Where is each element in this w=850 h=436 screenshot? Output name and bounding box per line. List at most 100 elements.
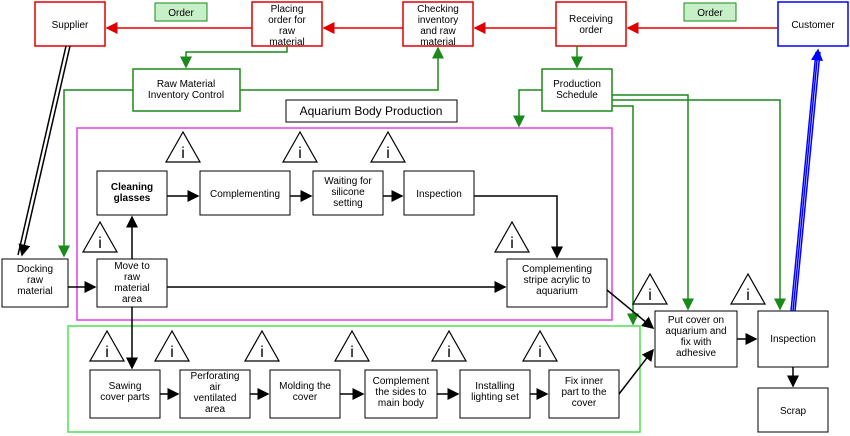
inspection-final-label: Inspection (770, 334, 816, 345)
customer-box (777, 1, 849, 47)
inventory-triangle-shape (243, 329, 281, 362)
inventory-symbol-label: i (510, 235, 514, 252)
inventory-triangle-icon: i (430, 329, 468, 362)
inventory-symbol-label: i (447, 344, 451, 361)
inventory-triangle-icon: i (631, 272, 669, 305)
label-line: order (579, 25, 603, 36)
docking-box (1, 258, 69, 308)
label-line: area (122, 294, 142, 305)
inspection-final-box (757, 310, 829, 368)
label-line: cover (572, 398, 597, 409)
label-line: Production (553, 79, 601, 90)
inventory-triangle-icon: i (243, 329, 281, 362)
label-line: air (209, 382, 221, 393)
order-label-box-right (683, 2, 737, 22)
label-line: and raw (420, 26, 456, 37)
edge-supplier-to-docking-a (17, 45, 67, 256)
inventory-triangle-shape (81, 220, 119, 253)
move-raw-box (96, 258, 168, 308)
label-line: material (420, 37, 456, 48)
label-line: Supplier (52, 20, 89, 31)
label-line: Cleaning (111, 182, 153, 193)
edge-supplier-to-docking-b (18, 45, 71, 257)
receiving-order-box (555, 1, 627, 47)
label-line: inventory (418, 15, 459, 26)
label-line: fix with (681, 337, 712, 348)
edge-inspection-to-customer-b (794, 51, 821, 312)
label-line: Complementing (522, 264, 592, 275)
inventory-triangle-shape (369, 130, 407, 163)
inventory-symbol-label: i (181, 145, 185, 162)
order-label-left: Order (168, 8, 194, 19)
inventory-triangle-shape (333, 329, 371, 362)
molding-box (269, 369, 341, 419)
inventory-triangle-shape (88, 329, 126, 362)
edge-stripe-to-put-cover (606, 289, 655, 329)
inventory-triangle-icon: i (164, 130, 202, 163)
inventory-symbol-label: i (260, 344, 264, 361)
edge-schedule-to-body-frame (513, 89, 542, 128)
customer-label: Customer (791, 20, 835, 31)
edge-schedule-to-put-cover (612, 94, 694, 311)
edge-fix-inner-to-put-cover (618, 348, 654, 395)
label-line: ventilated (194, 393, 237, 404)
label-line: aquarium and (665, 326, 726, 337)
inventory-triangle-shape (281, 130, 319, 163)
inventory-triangle-shape (521, 329, 559, 362)
label-line: part to the (561, 387, 606, 398)
installing-box (459, 369, 531, 419)
label-line: Perforating (191, 371, 240, 382)
inventory-triangle-shape (631, 272, 669, 305)
inventory-symbol-label: i (298, 145, 302, 162)
label-line: material (269, 37, 305, 48)
checking-inventory-box (402, 1, 474, 47)
complement-sides-box (364, 369, 438, 419)
fix-inner-box (548, 369, 620, 419)
inventory-triangle-icon: i (88, 329, 126, 362)
label-line: Schedule (556, 90, 598, 101)
label-line: cover parts (100, 392, 149, 403)
label-line: Complement (373, 376, 430, 387)
label-line: order for (268, 15, 306, 26)
label-line: Checking (417, 4, 459, 15)
inventory-symbol-label: i (648, 287, 652, 304)
cover-production-frame (67, 325, 641, 433)
label-line: Receiving (569, 14, 613, 25)
inventory-symbol-label: i (386, 145, 390, 162)
waiting-silicone-box (312, 170, 384, 216)
edge-schedule-to-cover-frame (612, 105, 639, 326)
perforating-box (179, 369, 251, 419)
inventory-triangle-shape (493, 220, 531, 253)
inventory-triangle-icon: i (333, 329, 371, 362)
label-line: material (114, 283, 150, 294)
edge-inspection-to-customer-c (792, 48, 823, 312)
inventory-triangle-shape (164, 130, 202, 163)
inspection-top-box (403, 170, 475, 216)
inventory-symbol-label: i (350, 344, 354, 361)
label-line: Placing (271, 4, 304, 15)
label-line: main body (378, 398, 424, 409)
label-line: Complementing (210, 189, 280, 200)
cleaning-glasses-box (96, 170, 168, 216)
edge-inspection-to-customer-a (790, 51, 817, 312)
complementing-stripe-box (506, 258, 608, 308)
inventory-symbol-label: i (746, 287, 750, 304)
edge-placing-to-inventory-control (180, 46, 288, 69)
scrap-box (757, 387, 829, 433)
label-line: Inspection (416, 189, 462, 200)
label-line: Scrap (780, 406, 807, 417)
sawing-box (89, 369, 161, 419)
label-line: Raw Material (157, 79, 215, 90)
